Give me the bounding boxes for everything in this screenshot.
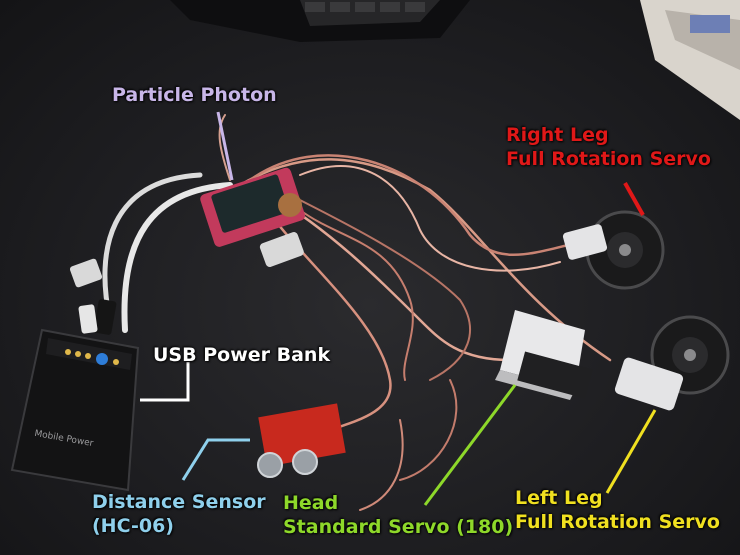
power-bank (10, 328, 140, 492)
label-usb-power-bank: USB Power Bank (153, 344, 331, 366)
label-left-leg: Left Leg Full Rotation Servo (515, 486, 720, 534)
label-left-leg-line1: Left Leg (515, 487, 603, 509)
wires (102, 114, 612, 511)
label-head-servo: Head Standard Servo (180) (283, 491, 513, 539)
label-distance-line1: Distance Sensor (92, 491, 266, 513)
usb-plugs (69, 258, 117, 335)
left-leg-wheel (614, 315, 730, 411)
photon-board (200, 167, 306, 267)
label-head-line1: Head (283, 492, 339, 514)
label-right-leg: Right Leg Full Rotation Servo (506, 123, 711, 171)
label-pointers (140, 111, 657, 506)
label-distance-line2: (HC-06) (92, 515, 174, 537)
papers (640, 0, 740, 120)
keyboard (170, 0, 470, 42)
head-servo (495, 310, 593, 400)
label-distance-sensor: Distance Sensor (HC-06) (92, 490, 266, 538)
label-right-leg-line2: Full Rotation Servo (506, 148, 711, 170)
label-right-leg-line1: Right Leg (506, 124, 609, 146)
label-particle-photon: Particle Photon (112, 84, 277, 106)
label-head-line2: Standard Servo (180) (283, 516, 514, 538)
distance-sensor (257, 403, 346, 478)
label-left-leg-line2: Full Rotation Servo (515, 511, 720, 533)
right-leg-wheel (562, 210, 665, 290)
